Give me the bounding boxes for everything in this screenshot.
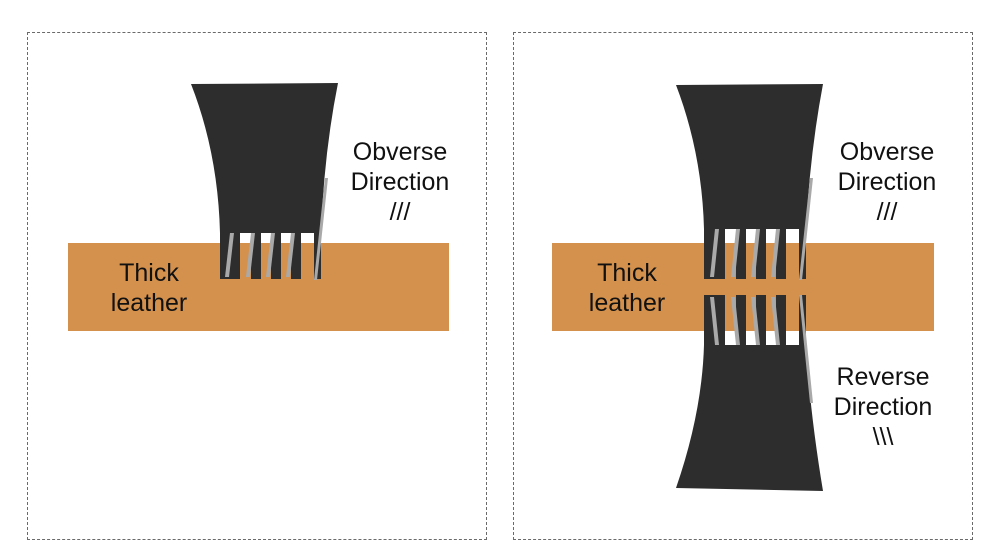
reverse-direction-label: Reverse Direction \\\ (813, 362, 953, 452)
reverse-marks: \\\ (872, 423, 894, 451)
tooth-shadow (710, 229, 719, 277)
punch-tool-top (676, 84, 823, 279)
thick-leather-label: Thick leather (572, 258, 682, 318)
obverse-label-line1: Obverse (352, 138, 448, 166)
tooth-shadow (286, 233, 295, 277)
punch-diagram-obverse (68, 83, 449, 331)
obverse-marks: /// (876, 198, 898, 226)
tooth-shadow (771, 297, 780, 345)
panel-obverse-only: Thick leather Obverse Direction /// (27, 32, 487, 540)
panel-obverse-reverse: Thick leather Obverse Direction /// Reve… (513, 32, 973, 540)
tooth-shadow (731, 297, 740, 345)
punch-tool-bottom (676, 295, 823, 491)
reverse-label-line1: Reverse (836, 363, 930, 391)
leather-label-line1: Thick (597, 259, 657, 287)
obverse-label-line1: Obverse (839, 138, 935, 166)
thick-leather-label: Thick leather (94, 258, 204, 318)
tooth-shadow (731, 229, 740, 277)
edge-shadow (799, 178, 813, 280)
tooth-shadow (225, 233, 234, 277)
punch-tool-top (191, 83, 338, 279)
obverse-direction-label: Obverse Direction /// (330, 137, 470, 227)
leather-label-line2: leather (588, 289, 666, 317)
tooth-shadow (751, 229, 760, 277)
obverse-direction-label: Obverse Direction /// (817, 137, 957, 227)
obverse-label-line2: Direction (837, 168, 937, 196)
tooth-shadow (751, 297, 760, 345)
tooth-shadow (710, 297, 719, 345)
obverse-label-line2: Direction (350, 168, 450, 196)
reverse-label-line2: Direction (833, 393, 933, 421)
tooth-shadow (266, 233, 275, 277)
obverse-marks: /// (389, 198, 411, 226)
edge-shadow (799, 295, 813, 403)
leather-label-line2: leather (110, 289, 188, 317)
punch-diagram-double (552, 84, 934, 491)
leather-label-line1: Thick (119, 259, 179, 287)
tooth-shadow (246, 233, 255, 277)
edge-shadow (314, 178, 328, 280)
tooth-shadow (771, 229, 780, 277)
